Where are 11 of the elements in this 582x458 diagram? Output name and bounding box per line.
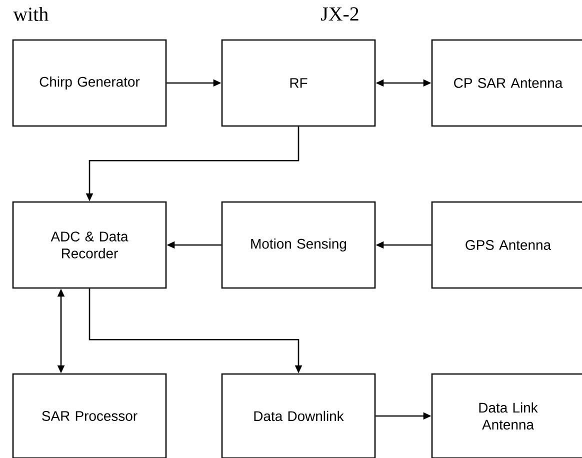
process-box: Data Link Antenna bbox=[431, 373, 582, 458]
process-box: GPS Antenna bbox=[431, 201, 582, 289]
process-box: Motion Sensing bbox=[221, 201, 376, 289]
process-box: SAR Processor bbox=[12, 373, 167, 458]
process-box: Chirp Generator bbox=[12, 39, 167, 127]
process-box: Data Downlink bbox=[221, 373, 376, 458]
process-box: RF bbox=[221, 39, 376, 127]
process-box: ADC & Data Recorder bbox=[12, 201, 167, 289]
caption-text: with bbox=[13, 6, 48, 21]
process-box: CP SAR Antenna bbox=[431, 39, 582, 127]
caption-text: JX-2 bbox=[321, 7, 358, 21]
